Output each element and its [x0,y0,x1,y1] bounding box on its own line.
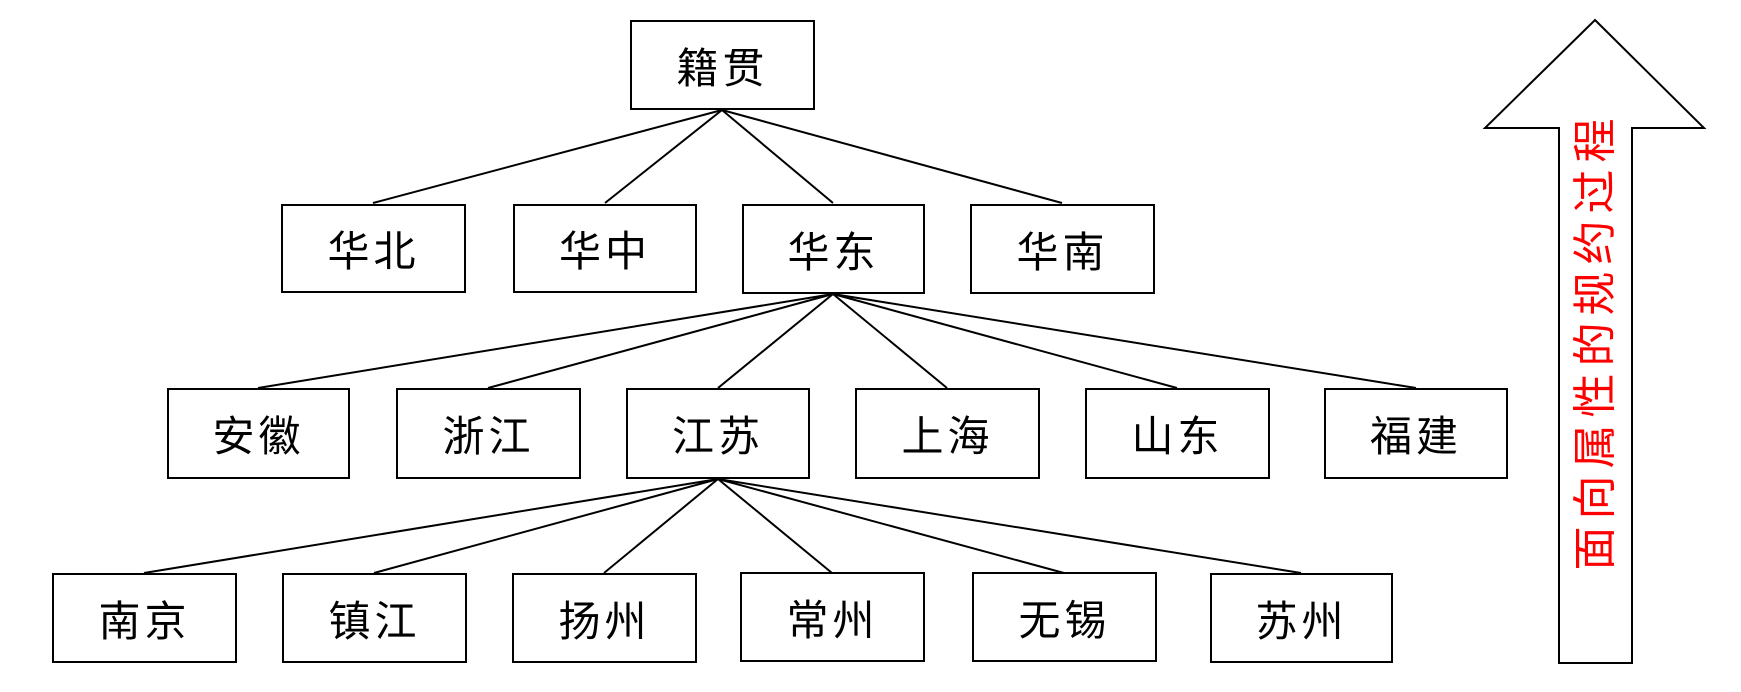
jiangsu-to-city-edges [143,478,1302,574]
east-china-to-province-edges [257,293,1417,389]
root-to-region-edges [372,109,1063,204]
node-suzhou: 苏州 [1210,573,1393,663]
node-fujian: 福建 [1324,388,1508,479]
node-north-china: 华北 [281,204,466,293]
node-shandong: 山东 [1085,388,1270,479]
node-wuxi: 无锡 [972,572,1157,662]
node-shanghai: 上海 [855,388,1040,479]
node-zhejiang: 浙江 [396,388,581,479]
node-nanjing: 南京 [52,573,237,663]
arrow-caption: 面向属性的规约过程 [1570,111,1621,571]
node-central-china: 华中 [513,204,697,293]
node-south-china: 华南 [970,204,1155,294]
node-zhenjiang: 镇江 [282,573,467,663]
node-east-china: 华东 [742,204,925,294]
node-yangzhou: 扬州 [512,573,697,663]
node-anhui: 安徽 [167,388,350,479]
node-changzhou: 常州 [740,572,925,662]
node-jiangsu: 江苏 [626,388,810,479]
node-native-place: 籍贯 [630,20,815,110]
up-arrow-icon [1482,18,1707,664]
